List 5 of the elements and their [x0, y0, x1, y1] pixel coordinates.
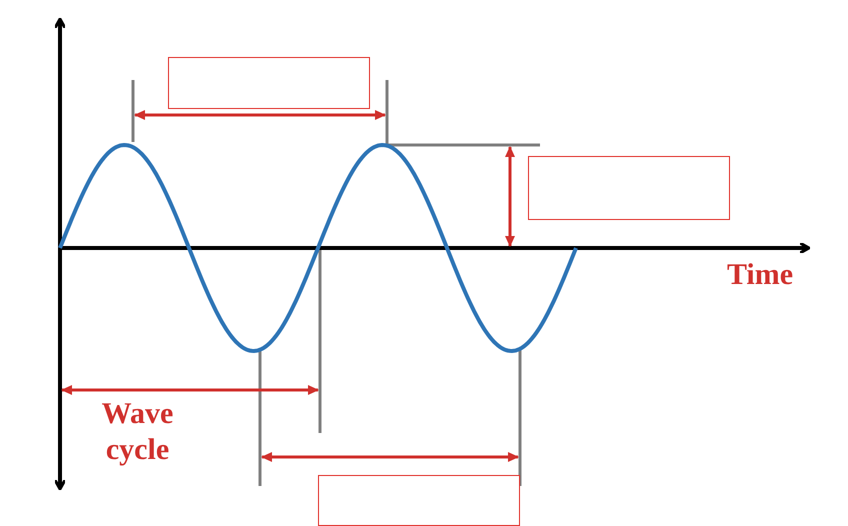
axis-label: Time [726, 257, 794, 293]
answer-box [168, 57, 370, 109]
answer-box [318, 475, 520, 526]
axis-label: Wave cycle [100, 396, 174, 468]
answer-box [528, 156, 730, 220]
